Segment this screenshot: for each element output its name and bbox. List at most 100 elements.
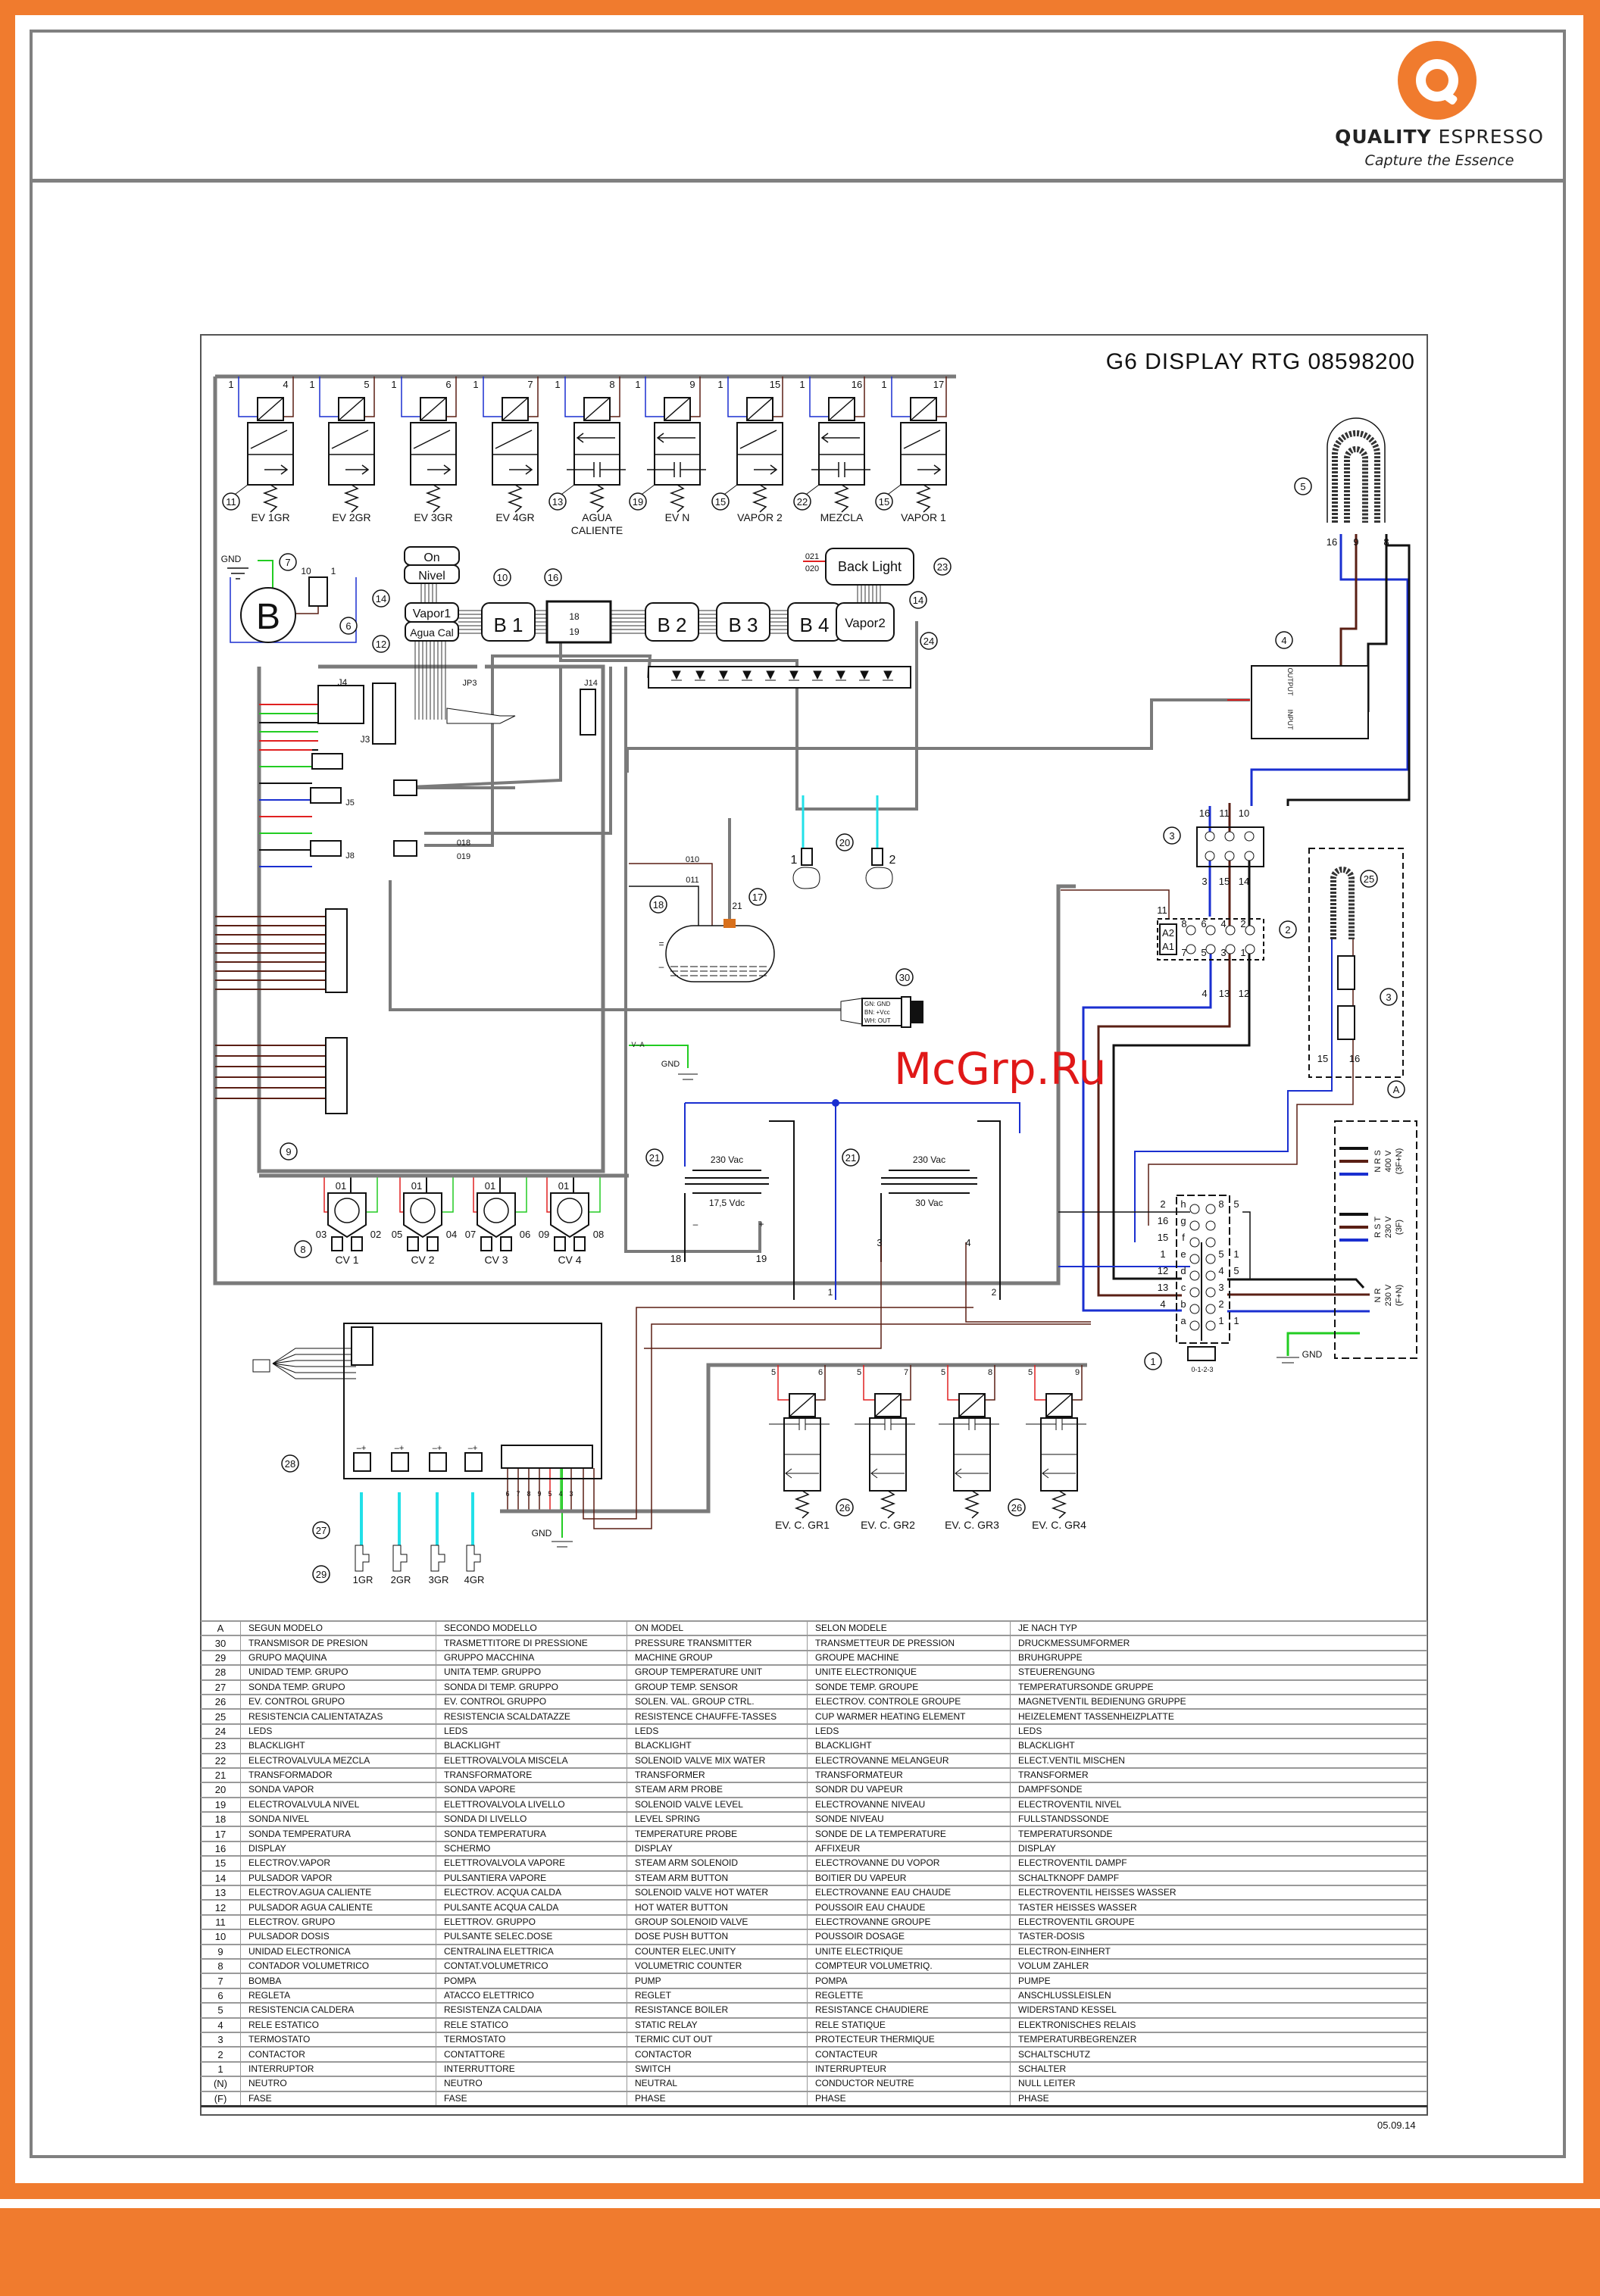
legend-spanish: BOMBA [240, 1973, 436, 1988]
switch-letter: a [1180, 1315, 1186, 1326]
connector-label: JP3 [463, 679, 477, 688]
legend-english: GROUP TEMP. SENSOR [627, 1679, 808, 1695]
counter-pin: 06 [520, 1229, 530, 1240]
legend-italian: ELECTROV. ACQUA CALDA [436, 1885, 627, 1901]
valve-flow-arrow-icon [250, 430, 289, 475]
legend-english: RESISTANCE BOILER [627, 2002, 808, 2018]
polarity-label: –+ [357, 1444, 367, 1453]
legend-spanish: ELECTROV.VAPOR [240, 1855, 436, 1871]
watermark: McGrp.Ru [894, 1043, 1107, 1095]
legend-english: NEUTRAL [627, 2076, 808, 2091]
steam-probe-1-icon [801, 848, 813, 866]
supply-voltage: 230 V [1384, 1216, 1393, 1238]
connector-j14 [580, 689, 596, 736]
legend-german: SCHALTER [1010, 2060, 1427, 2077]
group-button-label: 3GR [429, 1574, 449, 1585]
group-unit-callout: 28 [285, 1458, 295, 1470]
legend-german: PHASE [1010, 2090, 1427, 2107]
transmitter-pin: WH: OUT [864, 1017, 891, 1024]
group-valve-label: EV. C. GR4 [1032, 1519, 1086, 1531]
transformer-callout-circle [842, 1148, 860, 1167]
volumetric-counter-4-icon [550, 1192, 589, 1239]
legend-french: RELE STATIQUE [807, 2016, 1011, 2032]
legend-english: MACHINE GROUP [627, 1649, 808, 1666]
valve-label: VAPOR 2 [737, 511, 783, 523]
switch-letter: f [1182, 1232, 1185, 1243]
bus-number: 1 [828, 1287, 833, 1298]
terminal-pin: 5 [548, 1490, 552, 1498]
legend-german: FULLSTANDSSONDE [1010, 1811, 1427, 1827]
group-valve-wire-red [947, 1365, 959, 1401]
legend-italian: PULSANTIERA VAPORE [436, 1870, 627, 1886]
connector-j3 [372, 683, 396, 745]
legend-italian: NEUTRO [436, 2076, 627, 2091]
group-valve-label: EV. C. GR3 [945, 1519, 999, 1531]
agua-callout: 12 [376, 639, 386, 650]
coil-label: A2 [1162, 927, 1174, 939]
legend-italian: PULSANTE ACQUA CALDA [436, 1899, 627, 1915]
valve-label-line2: CALIENTE [571, 524, 623, 536]
group-button-label: 4GR [464, 1574, 485, 1585]
thermostat-wire: 16 [1199, 808, 1210, 819]
valve-wire-brown [364, 376, 375, 417]
contactor-pin: 3 [1220, 947, 1226, 958]
supply-voltage: 400 V [1384, 1150, 1393, 1172]
counter-pin: 03 [316, 1229, 327, 1240]
display-screen [545, 600, 612, 644]
coil-wire [1061, 889, 1170, 919]
legend-italian: ELETTROV. GRUPPO [436, 1913, 627, 1930]
ribbon-connector-icon [446, 708, 516, 724]
legend-key: 21 [201, 1767, 241, 1783]
switch-wire-number: 12 [1158, 1265, 1168, 1276]
spring-icon [964, 1490, 980, 1519]
valve-flow-arrow-icon [567, 433, 626, 477]
legend-key: 19 [201, 1796, 241, 1813]
volumetric-counter-2-icon [403, 1192, 442, 1239]
valve-wire-brown [283, 376, 294, 417]
switch-knob [1187, 1346, 1216, 1361]
counter-pin: 01 [336, 1180, 346, 1192]
control-unit-frame [257, 664, 605, 1173]
legend-italian: TRANSFORMATORE [436, 1767, 627, 1783]
switch-position: 5 [1218, 1248, 1223, 1260]
led-icon [812, 670, 823, 681]
terminal [1225, 944, 1236, 954]
gnd-wire [629, 1045, 689, 1068]
pump-callout: 7 [285, 557, 290, 568]
terminal-pin: 8 [527, 1490, 530, 1498]
valve-wire-number: 6 [445, 379, 451, 390]
legend-spanish: EV. CONTROL GRUPO [240, 1693, 436, 1710]
legend-french: CONTACTEUR [807, 2046, 1011, 2062]
legend-english: SOLENOID VALVE HOT WATER [627, 1885, 808, 1901]
coil-label: A1 [1162, 941, 1174, 952]
wire-21: 21 [732, 901, 742, 911]
group-valve-harness [500, 1363, 1087, 1513]
terminal [1186, 925, 1196, 936]
legend-italian: ATACCO ELETTRICO [436, 1987, 627, 2004]
counter-port [573, 1236, 586, 1251]
transformer-secondary-voltage: 17,5 Vdc [709, 1198, 745, 1208]
volumetric-counter-1-icon [327, 1192, 367, 1239]
legend-german: MAGNETVENTIL BEDIENUNG GRUPPE [1010, 1693, 1427, 1710]
legend-key: 1 [201, 2060, 241, 2077]
legend-french: RESISTANCE CHAUDIERE [807, 2002, 1011, 2018]
valve-wire-number: 17 [933, 379, 944, 390]
group-valve-wire-red [1034, 1365, 1046, 1401]
agua-callout-circle [372, 635, 390, 653]
steam-tip-icon [792, 867, 893, 889]
legend-italian: ELETTROVALVOLA MISCELA [436, 1752, 627, 1768]
legend-key: 26 [201, 1693, 241, 1710]
spring-icon [880, 1490, 896, 1519]
contactor-pin: 1 [1240, 947, 1245, 958]
group-valve-label: EV. C. GR2 [861, 1519, 915, 1531]
legend-key: 25 [201, 1708, 241, 1724]
legend-french: SELON MODELE [807, 1620, 1011, 1636]
spring-icon [915, 484, 932, 513]
switch-position: 4 [1218, 1265, 1223, 1276]
legend-english: STEAM ARM SOLENOID [627, 1855, 808, 1871]
